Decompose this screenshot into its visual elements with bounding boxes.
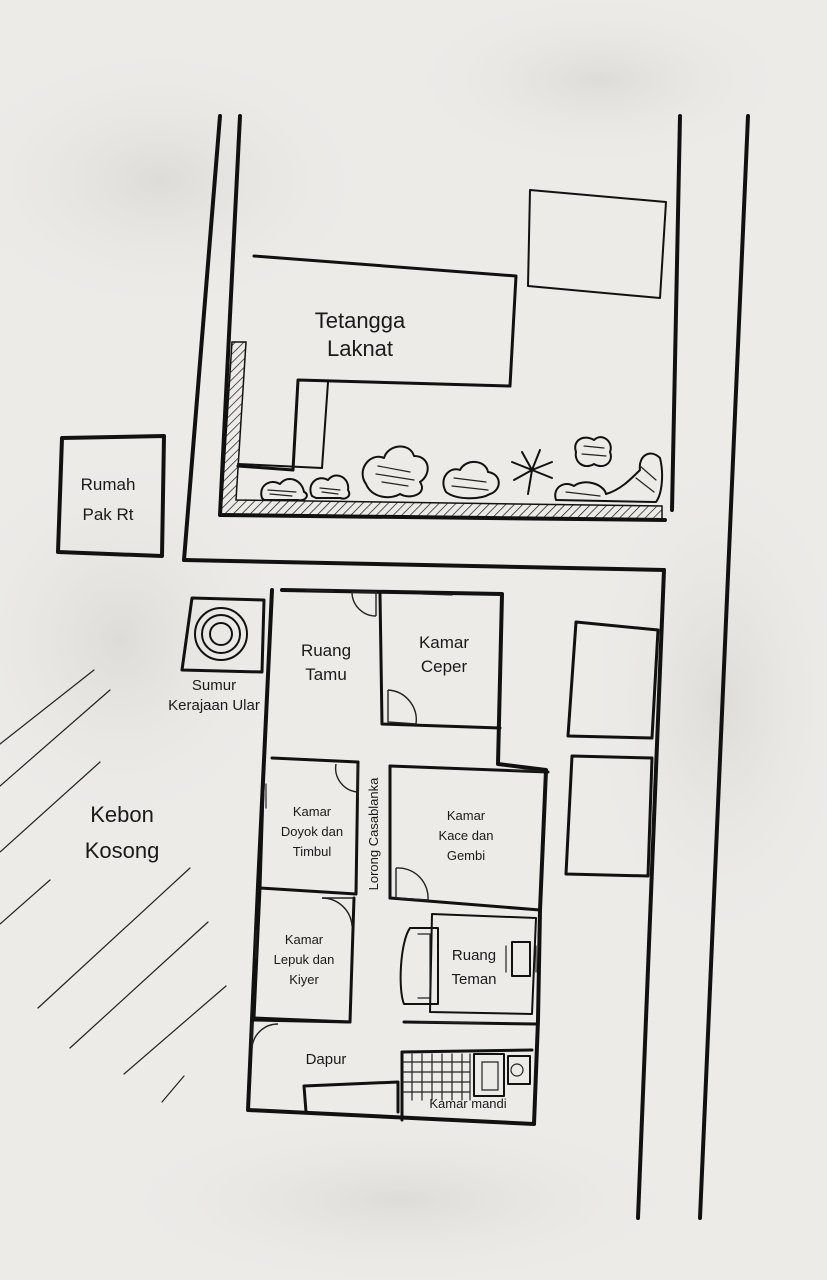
shrub-icon xyxy=(554,452,664,503)
door-icon xyxy=(251,591,429,1049)
parking-block xyxy=(564,620,660,878)
svg-text:Ceper: Ceper xyxy=(421,657,468,676)
svg-text:Kebon: Kebon xyxy=(90,802,154,827)
room-kace-label: Kamar Kace dan Gembi xyxy=(439,808,494,863)
svg-text:Tetangga: Tetangga xyxy=(315,308,406,333)
window-marks xyxy=(255,589,541,1024)
svg-text:Ruang: Ruang xyxy=(301,641,351,660)
living-room-label: Ruang Tamu xyxy=(301,641,351,684)
well-icon xyxy=(180,596,266,674)
svg-text:Laknat: Laknat xyxy=(327,336,393,361)
shrub-icon xyxy=(574,436,612,468)
svg-text:Kamar mandi: Kamar mandi xyxy=(429,1096,506,1111)
svg-text:Kiyer: Kiyer xyxy=(289,972,319,987)
sofa-icon xyxy=(399,913,537,1015)
svg-text:Pak Rt: Pak Rt xyxy=(82,505,133,524)
svg-text:Ruang: Ruang xyxy=(452,947,496,964)
svg-text:Kace dan: Kace dan xyxy=(439,828,494,843)
rt-house xyxy=(56,434,166,558)
svg-text:Timbul: Timbul xyxy=(293,844,332,859)
shrub-icon xyxy=(442,461,500,500)
bathroom-label: Kamar mandi xyxy=(429,1096,506,1111)
field-hatching xyxy=(0,669,227,1103)
svg-text:Doyok dan: Doyok dan xyxy=(281,824,343,839)
friend-room-label: Ruang Teman xyxy=(451,947,496,988)
kitchen-label: Dapur xyxy=(306,1051,347,1068)
svg-text:Kerajaan Ular: Kerajaan Ular xyxy=(168,697,260,714)
room-ceper-label: Kamar Ceper xyxy=(419,633,469,676)
neighbor-compound xyxy=(218,114,667,522)
svg-text:Lorong Casablanka: Lorong Casablanka xyxy=(366,777,381,891)
room-lepuk-label: Kamar Lepuk dan Kiyer xyxy=(274,932,335,987)
svg-text:Kamar: Kamar xyxy=(419,633,469,652)
shrub-icon xyxy=(309,474,351,500)
svg-text:Gembi: Gembi xyxy=(447,848,485,863)
shrub-icon xyxy=(260,477,308,502)
road-right xyxy=(636,114,750,1220)
well-label: Sumur Kerajaan Ular xyxy=(168,677,260,714)
svg-text:Kamar: Kamar xyxy=(447,808,486,823)
svg-text:Teman: Teman xyxy=(451,971,496,988)
room-doyok-label: Kamar Doyok dan Timbul xyxy=(281,804,343,859)
svg-text:Rumah: Rumah xyxy=(81,475,136,494)
neighbor-label: Tetangga Laknat xyxy=(315,308,406,361)
svg-text:Tamu: Tamu xyxy=(305,665,347,684)
svg-text:Kamar: Kamar xyxy=(285,932,324,947)
svg-text:Dapur: Dapur xyxy=(306,1051,347,1068)
palm-icon xyxy=(511,449,553,495)
svg-text:Kosong: Kosong xyxy=(85,838,160,863)
shrub-icon xyxy=(361,445,429,499)
bathroom-fixtures xyxy=(403,1053,531,1101)
rt-house-label: Rumah Pak Rt xyxy=(81,475,136,524)
svg-text:Kamar: Kamar xyxy=(293,804,332,819)
svg-text:Sumur: Sumur xyxy=(192,677,236,694)
field-label: Kebon Kosong xyxy=(85,802,160,863)
road-left xyxy=(182,114,666,572)
hallway-label: Lorong Casablanka xyxy=(366,777,381,891)
svg-text:Lepuk dan: Lepuk dan xyxy=(274,952,335,967)
